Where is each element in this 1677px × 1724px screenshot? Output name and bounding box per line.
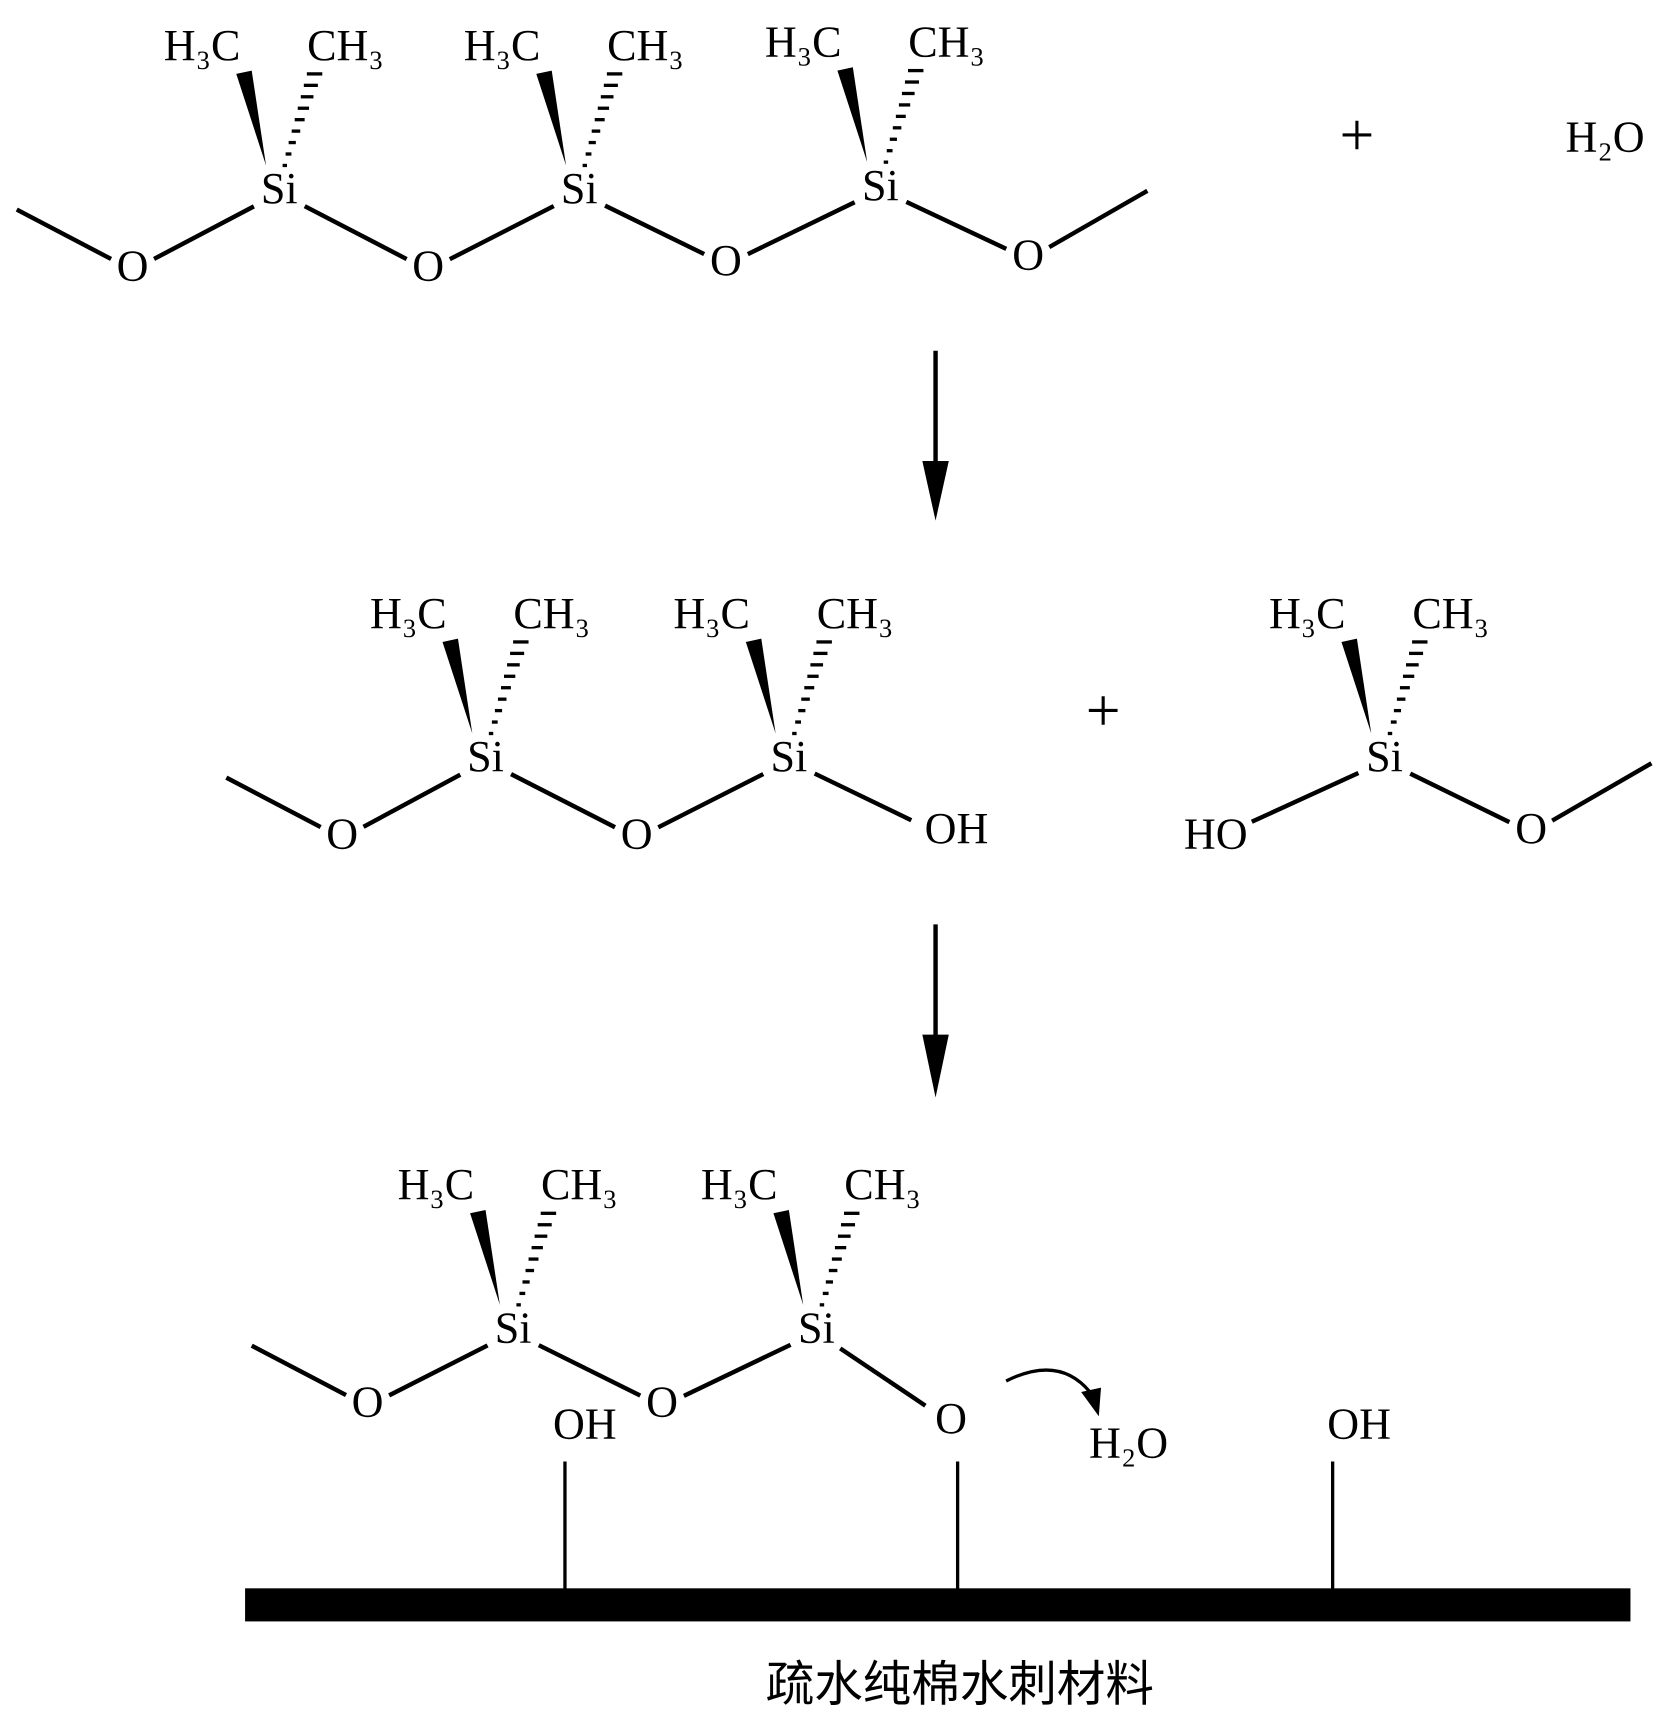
- wedge-bond: [236, 70, 267, 166]
- methyl-group-label: H₃C: [765, 17, 842, 66]
- reaction-arrow-1: [922, 350, 949, 521]
- wedge-bond: [745, 638, 776, 734]
- bond-line: [153, 204, 255, 261]
- silicon-atom: Si: [495, 1304, 532, 1353]
- oxygen-atom: O: [412, 241, 444, 290]
- bond-line: [225, 775, 322, 829]
- bond-line: [362, 772, 462, 829]
- methyl-group-label: CH₃: [844, 1160, 921, 1209]
- oxygen-atom: O: [117, 241, 149, 290]
- methyl-group-label: H₃C: [1269, 589, 1346, 638]
- oxygen-atom: O: [935, 1394, 967, 1443]
- bond-line: [537, 1343, 642, 1398]
- bond-line: [657, 772, 765, 830]
- methyl-group-label: CH₃: [908, 17, 985, 66]
- bond-line: [510, 772, 617, 830]
- hashed-bond: [282, 72, 323, 168]
- methyl-group-label: CH₃: [307, 21, 384, 70]
- bond-line: [303, 204, 408, 262]
- methyl-group-label: H₃C: [464, 21, 541, 70]
- bond-line: [1250, 771, 1360, 824]
- bond-line: [905, 199, 1008, 251]
- hydroxyl-label: HO: [1184, 809, 1248, 858]
- reaction-arrow-2: [922, 924, 949, 1098]
- bond-line: [682, 1342, 792, 1398]
- bond-line: [604, 203, 706, 257]
- silicon-atom: Si: [561, 164, 598, 213]
- substrate-caption: 疏水纯棉水刺材料: [766, 1657, 1154, 1713]
- hashed-bond: [819, 1211, 860, 1307]
- bonds: [15, 188, 1653, 1408]
- methyl-group-label: H₃C: [398, 1160, 475, 1209]
- oxygen-atom: O: [1012, 230, 1044, 279]
- released-water-label: H₂O: [1089, 1418, 1168, 1467]
- bond-line: [15, 207, 113, 261]
- bond-line: [448, 204, 555, 262]
- plus-sign: +: [1339, 101, 1374, 169]
- surface-hydroxyl-label: OH: [1327, 1400, 1391, 1449]
- silicon-atom: Si: [862, 161, 899, 210]
- wedge-bond: [1341, 638, 1372, 734]
- hashed-bond: [582, 72, 623, 168]
- water-label: H₂O: [1566, 112, 1645, 161]
- bond-line: [250, 1343, 348, 1398]
- wedge-bond: [536, 70, 567, 166]
- plus-sign: +: [1086, 677, 1121, 745]
- oxygen-atom: O: [621, 809, 653, 858]
- hashed-bond: [1387, 640, 1428, 736]
- oxygen-atom: O: [352, 1377, 384, 1426]
- methyl-group-label: CH₃: [1412, 589, 1489, 638]
- surface-hydroxyl-label: OH: [553, 1400, 617, 1449]
- methyl-group-label: H₃C: [673, 589, 750, 638]
- stereo-bonds: [236, 67, 1428, 1307]
- bond-line: [1409, 771, 1511, 825]
- methyl-group-label: CH₃: [607, 21, 684, 70]
- silicon-atom: Si: [1366, 732, 1403, 781]
- methyl-group-label: CH₃: [513, 589, 590, 638]
- hashed-bond: [488, 640, 529, 736]
- methyl-group-label: H₃C: [701, 1160, 778, 1209]
- cotton-substrate: [245, 1461, 1631, 1622]
- wedge-bond: [837, 67, 868, 163]
- oxygen-atom: O: [326, 809, 358, 858]
- bond-line: [839, 1346, 927, 1408]
- hashed-bond: [883, 68, 924, 164]
- condensation-curved-arrow: [1005, 1368, 1102, 1417]
- wedge-bond: [442, 638, 473, 734]
- bond-line: [1048, 188, 1149, 250]
- silicon-atom: Si: [798, 1304, 835, 1353]
- methyl-group-label: CH₃: [541, 1160, 618, 1209]
- silicon-atom: Si: [467, 732, 504, 781]
- hashed-bond: [792, 640, 832, 736]
- oxygen-atom: O: [1515, 804, 1547, 853]
- methyl-group-label: H₃C: [164, 21, 241, 70]
- silicon-atom: Si: [261, 164, 298, 213]
- bond-line: [746, 200, 856, 257]
- bond-line: [388, 1343, 489, 1398]
- silicon-atom: Si: [770, 732, 807, 781]
- wedge-bond: [773, 1209, 804, 1305]
- bond-line: [813, 771, 913, 823]
- hashed-bond: [516, 1211, 557, 1307]
- methyl-group-label: H₃C: [370, 589, 447, 638]
- methyl-group-label: CH₃: [817, 589, 894, 638]
- oxygen-atom: O: [646, 1377, 678, 1426]
- oxygen-atom: O: [710, 236, 742, 285]
- wedge-bond: [470, 1209, 500, 1305]
- hydroxyl-label: OH: [925, 804, 989, 853]
- bond-line: [1551, 761, 1653, 823]
